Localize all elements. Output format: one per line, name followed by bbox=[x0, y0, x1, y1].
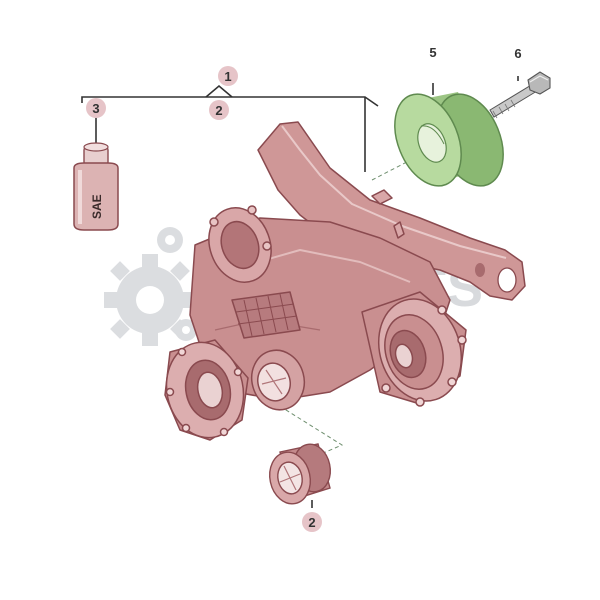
bushing-small bbox=[269, 443, 332, 505]
callout-5[interactable]: 5 bbox=[429, 45, 436, 60]
sae-label: SAE bbox=[90, 194, 104, 219]
callout-1-top[interactable]: 1 bbox=[218, 66, 238, 86]
svg-text:5: 5 bbox=[429, 45, 436, 60]
gear-icon bbox=[104, 227, 197, 346]
guide-bushing-bottom bbox=[261, 394, 344, 464]
callout-6[interactable]: 6 bbox=[514, 46, 521, 61]
svg-text:3: 3 bbox=[92, 101, 99, 116]
bolt bbox=[489, 71, 551, 119]
differential-housing bbox=[164, 121, 526, 441]
bracket-line-1 bbox=[81, 96, 379, 107]
svg-text:2: 2 bbox=[215, 103, 222, 118]
callout-badges: 1 2 3 5 6 2 bbox=[86, 45, 522, 532]
bushing-large bbox=[394, 92, 504, 187]
svg-text:1: 1 bbox=[224, 69, 231, 84]
callout-2-bottom[interactable]: 2 bbox=[302, 512, 322, 532]
svg-text:2: 2 bbox=[308, 515, 315, 530]
callout-2-top[interactable]: 2 bbox=[209, 100, 229, 120]
sae-container: SAE bbox=[73, 142, 119, 231]
dashed-guides bbox=[261, 149, 431, 464]
svg-text:6: 6 bbox=[514, 46, 521, 61]
callout-3[interactable]: 3 bbox=[86, 98, 106, 118]
guide-bushing bbox=[371, 149, 431, 181]
bracket-peak bbox=[205, 84, 233, 98]
